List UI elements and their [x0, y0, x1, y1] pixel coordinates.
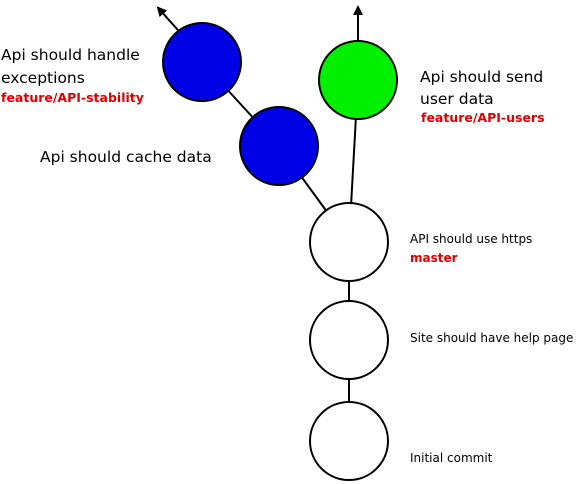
branch-arrow-exceptions — [156, 6, 180, 32]
commit-node-cache — [239, 106, 319, 186]
commit-message-userdata-line1: Api should send — [420, 68, 544, 86]
commit-message-exceptions-line2: exceptions — [1, 69, 85, 87]
branch-label-api-stability: feature/API-stability — [1, 90, 144, 105]
commit-node-initial — [309, 401, 389, 481]
commit-message-exceptions-line1: Api should handle — [1, 46, 140, 64]
edge-https-userdata — [350, 118, 357, 204]
commit-node-https — [309, 202, 389, 282]
commit-message-cache: Api should cache data — [40, 148, 212, 166]
commit-node-help — [309, 300, 389, 380]
commit-node-userdata — [318, 40, 398, 120]
commit-message-userdata-line2: user data — [420, 90, 494, 108]
commit-node-exceptions — [162, 22, 242, 102]
commit-message-initial: Initial commit — [410, 451, 493, 465]
edge-https-cache — [301, 176, 327, 212]
commit-message-help: Site should have help page — [410, 331, 574, 345]
branch-label-master: master — [410, 251, 458, 265]
branch-label-api-users: feature/API-users — [421, 110, 545, 125]
edge-cache-exceptions — [227, 90, 254, 118]
commit-message-https: API should use https — [410, 232, 533, 246]
